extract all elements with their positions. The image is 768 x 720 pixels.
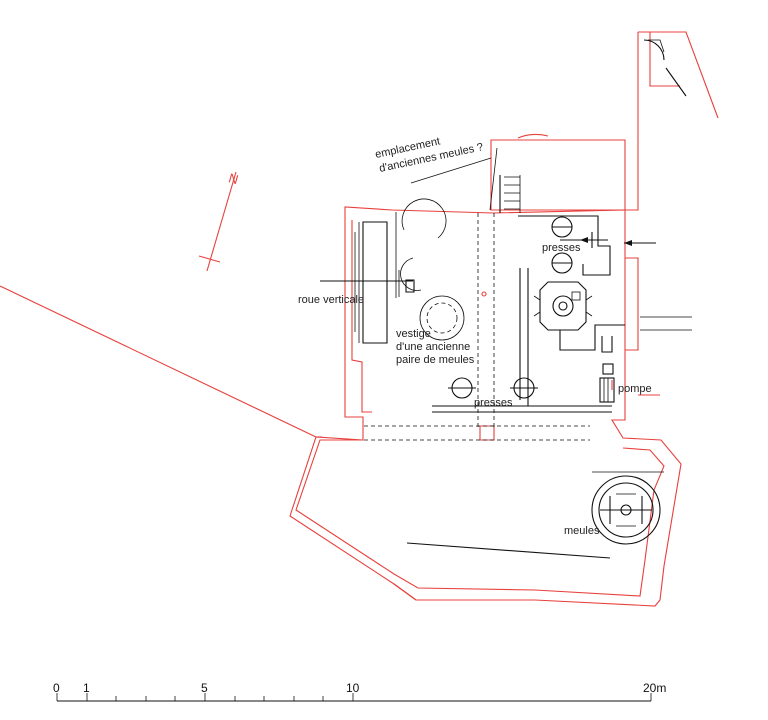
label-meules: meules bbox=[564, 525, 600, 537]
label-vestige-2: d'une ancienne bbox=[396, 341, 470, 353]
north-arrow: N bbox=[198, 170, 240, 272]
scale-tick-1: 1 bbox=[83, 681, 90, 695]
meules-circle bbox=[591, 475, 661, 545]
annotations: emplacement d'anciennes meules ? presses… bbox=[298, 135, 652, 537]
mill-gear bbox=[533, 281, 593, 331]
scale-bar: 0 1 5 10 20m bbox=[53, 681, 666, 702]
label-roue-verticale: roue verticale bbox=[298, 294, 364, 306]
external-wall-line bbox=[0, 285, 317, 438]
label-pompe: pompe bbox=[618, 383, 652, 395]
interior-lines bbox=[320, 39, 692, 559]
scale-tick-20m: 20m bbox=[643, 681, 666, 695]
scale-tick-0: 0 bbox=[53, 681, 60, 695]
north-label: N bbox=[227, 170, 240, 187]
label-presses-top: presses bbox=[542, 242, 581, 254]
pump bbox=[599, 363, 615, 403]
building-walls bbox=[289, 31, 719, 607]
label-vestige-3: paire de meules bbox=[396, 354, 475, 366]
scale-tick-5: 5 bbox=[201, 681, 208, 695]
scale-tick-10: 10 bbox=[346, 681, 360, 695]
label-vestige-1: vestige bbox=[396, 328, 431, 340]
label-presses-bottom: presses bbox=[474, 397, 513, 409]
